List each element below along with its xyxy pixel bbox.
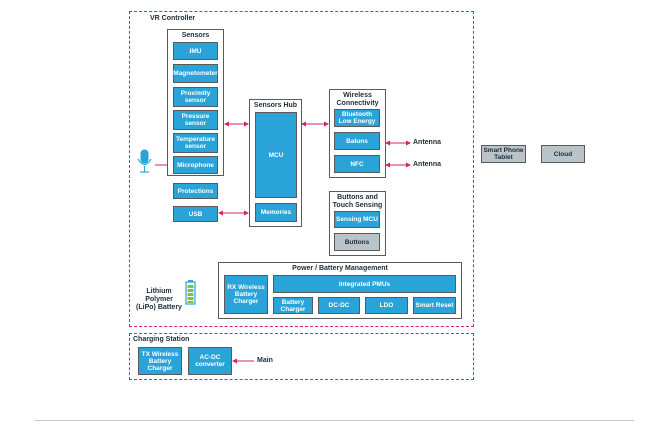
memories-block: Memories <box>255 203 297 222</box>
wireless-title: Wireless Connectivity <box>336 92 379 107</box>
rx-wireless-charger-block: RX Wireless Battery Charger <box>224 275 268 314</box>
charging-station-region <box>129 333 474 380</box>
sensors-title: Sensors <box>181 32 210 39</box>
imu-block: IMU <box>173 42 218 60</box>
antenna-label-2: Antenna <box>413 161 441 168</box>
buttons-block: Buttons <box>334 233 380 251</box>
antenna-label-1: Antenna <box>413 139 441 146</box>
battery-charger-block: Battery Charger <box>273 297 313 314</box>
vr-controller-region <box>129 11 474 327</box>
main-label: Main <box>257 357 273 364</box>
cloud-block: Cloud <box>541 145 585 163</box>
integrated-pmus-block: Integrated PMUs <box>273 275 456 293</box>
proximity-sensor-block: Proximity sensor <box>173 87 218 107</box>
sensing-mcu-block: Sensing MCU <box>334 211 380 228</box>
pressure-sensor-block: Pressure sensor <box>173 110 218 130</box>
tx-wireless-charger-block: TX Wireless Battery Charger <box>138 347 182 375</box>
power-title: Power / Battery Management <box>292 265 388 272</box>
microphone-icon <box>137 149 152 173</box>
footer-divider <box>34 420 634 421</box>
usb-block: USB <box>173 206 218 222</box>
charging-station-title: Charging Station <box>133 336 190 343</box>
smart-reset-block: Smart Reset <box>413 297 456 314</box>
battery-icon <box>185 280 196 305</box>
smart-phone-tablet-block: Smart Phone Tablet <box>481 145 526 163</box>
sensors-hub-title: Sensors Hub <box>253 102 298 109</box>
lipo-battery-label: Lithium Polymer (LiPo) Battery <box>136 288 182 311</box>
magnetometer-block: Magnetometer <box>173 64 218 83</box>
baluns-block: Baluns <box>334 132 380 150</box>
nfc-block: NFC <box>334 155 380 173</box>
microphone-block: Microphone <box>173 156 218 174</box>
buttons-panel-title: Buttons and Touch Sensing <box>332 194 383 209</box>
ldo-block: LDO <box>365 297 408 314</box>
ble-block: Bluetooth Low Energy <box>334 109 380 127</box>
protections-block: Protections <box>173 183 218 199</box>
mcu-block: MCU <box>255 112 297 198</box>
acdc-converter-block: AC-DC converter <box>188 347 232 375</box>
vr-controller-title: VR Controller <box>150 15 196 22</box>
temperature-sensor-block: Temperature sensor <box>173 133 218 153</box>
dcdc-block: DC-DC <box>318 297 360 314</box>
